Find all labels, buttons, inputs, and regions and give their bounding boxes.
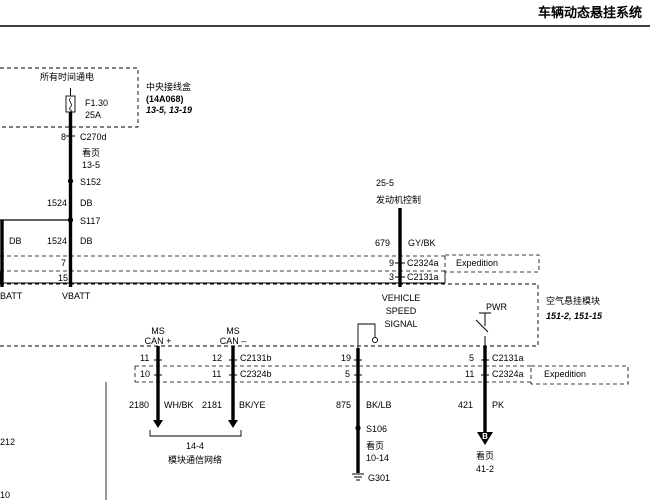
can-plus-line-1: MS — [151, 326, 165, 336]
wire-color-db-left: DB — [9, 236, 22, 246]
ground-g301: G301 — [368, 473, 391, 483]
pin-11-c2131b: 11 — [140, 353, 150, 363]
pwr-see-label: 看页 — [475, 451, 494, 461]
circuit-875: 875 — [336, 400, 352, 410]
module-outline — [0, 283, 539, 347]
see-page-ref: 13-5 — [82, 160, 101, 170]
pin-12: 12 — [212, 353, 223, 363]
network-label: 模块通信网络 — [167, 455, 222, 465]
pin-8: 8 — [61, 132, 67, 142]
pin-15: 15 — [58, 273, 69, 283]
splice-s106-label: S106 — [366, 424, 388, 434]
signal-line-3: SIGNAL — [384, 319, 418, 329]
expedition-label-lower: Expedition — [544, 369, 587, 379]
page-title: 车辆动态悬挂系统 — [537, 5, 642, 20]
connector-c270d: C270d — [80, 132, 107, 142]
pwr-see-ref: 41-2 — [475, 464, 494, 474]
wire-color-gy-bk: GY/BK — [408, 238, 436, 248]
pin-11-pwr: 11 — [465, 369, 475, 379]
wire-color-wh-bk: WH/BK — [164, 400, 194, 410]
wire-color-db-a: DB — [80, 198, 93, 208]
always-hot-label: 所有时间通电 — [40, 72, 95, 82]
signal-line-1: VEHICLE — [381, 293, 421, 303]
pin-19: 19 — [341, 353, 352, 363]
junction-box-name: 中央接线盒 — [146, 82, 192, 92]
splice-s106 — [355, 425, 361, 431]
ground-see-ref: 10-14 — [366, 453, 390, 463]
engine-control-name: 发动机控制 — [376, 195, 422, 205]
connector-c2131a-upper: C2131a — [407, 272, 439, 282]
fuse-amps: 25A — [85, 110, 102, 120]
pin-11-c2324b: 11 — [212, 369, 222, 379]
connector-c2324a-lower: C2324a — [492, 369, 524, 379]
connector-c2324b: C2324b — [240, 369, 272, 379]
vbatt-label: VBATT — [62, 291, 91, 301]
edge-label-10: 10 — [0, 490, 11, 500]
connector-c2131b: C2131b — [240, 353, 272, 363]
ground-see-label: 看页 — [366, 441, 385, 451]
batt-label: BATT — [0, 291, 23, 301]
expedition-label-upper: Expedition — [456, 258, 499, 268]
wire-color-pk: PK — [492, 400, 505, 410]
can-plus-line-2: CAN + — [144, 336, 172, 346]
splice-s152-label: S152 — [80, 177, 102, 187]
pin-5-pwr: 5 — [469, 353, 475, 363]
connector-c2131a-lower: C2131a — [492, 353, 524, 363]
circuit-2181: 2181 — [202, 400, 223, 410]
module-name: 空气悬挂模块 — [546, 296, 601, 306]
module-pages: 151-2, 151-15 — [546, 311, 603, 321]
circuit-679: 679 — [375, 238, 391, 248]
pin-10: 10 — [140, 369, 151, 379]
edge-label-212: 212 — [0, 437, 16, 447]
can-minus-line-1: MS — [226, 326, 240, 336]
pin-5-ground: 5 — [345, 369, 351, 379]
pin-7: 7 — [61, 258, 67, 268]
pin-9: 9 — [389, 258, 395, 268]
junction-box-part-no: (14A068) — [146, 94, 184, 104]
fuse-number: F1.30 — [85, 98, 109, 108]
connector-c2324a-upper: C2324a — [407, 258, 439, 268]
circuit-1524-b: 1524 — [47, 236, 68, 246]
circuit-2180: 2180 — [129, 400, 150, 410]
terminal-b: B — [482, 432, 488, 441]
pin-3: 3 — [389, 272, 395, 282]
see-page-label: 看页 — [82, 148, 101, 158]
engine-page-ref: 25-5 — [376, 178, 395, 188]
network-page-ref: 14-4 — [185, 441, 204, 451]
junction-box-pages: 13-5, 13-19 — [146, 105, 193, 115]
splice-s152 — [67, 178, 74, 184]
circuit-1524-a: 1524 — [47, 198, 68, 208]
wire-color-bk-lb: BK/LB — [366, 400, 392, 410]
circuit-421: 421 — [458, 400, 474, 410]
wire-color-db-b: DB — [80, 236, 93, 246]
can-minus-line-2: CAN – — [219, 336, 247, 346]
signal-line-2: SPEED — [385, 306, 417, 316]
splice-s117-label: S117 — [80, 216, 101, 226]
pwr-label: PWR — [486, 302, 507, 312]
wire-color-bk-ye: BK/YE — [239, 400, 266, 410]
